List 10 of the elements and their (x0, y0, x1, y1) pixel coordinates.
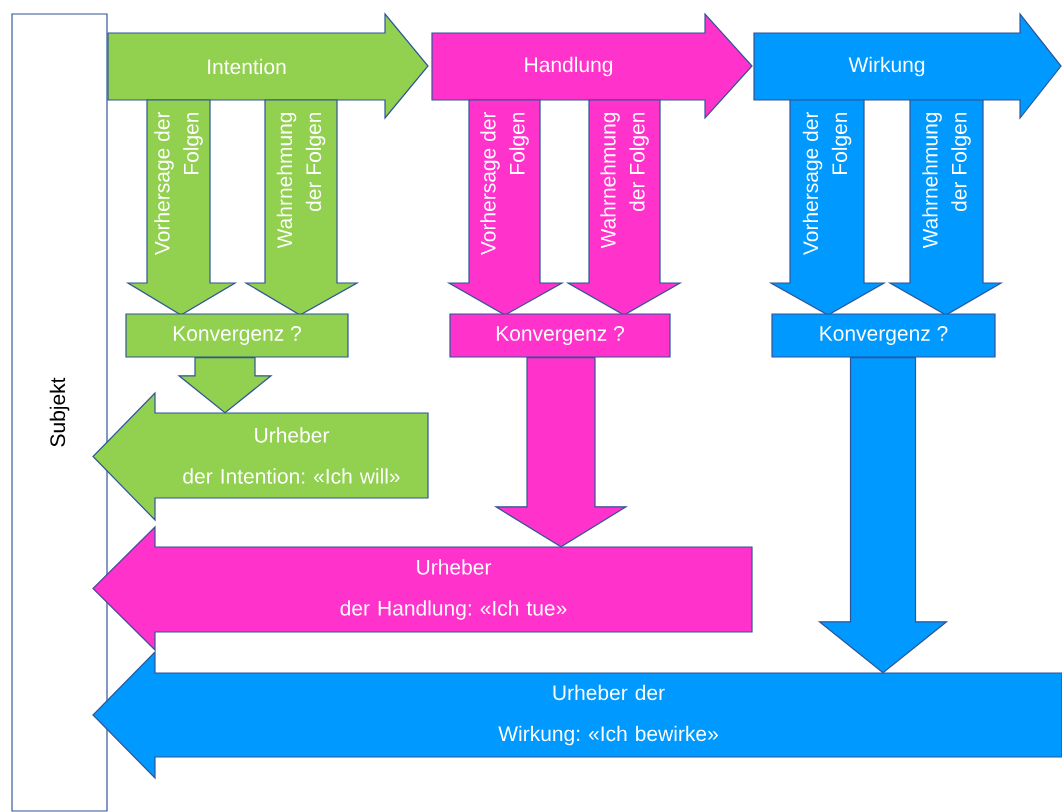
block-arrow (177, 357, 273, 414)
pointed-banner: Urheber der Wirkung: «Ich bewirke» (92, 650, 1062, 780)
process-box: Konvergenz ? (771, 313, 996, 358)
block-arrow (817, 357, 949, 674)
block-arrow (493, 357, 629, 548)
pointed-banner: Urheber der Intention: «Ich will» (92, 391, 429, 522)
subject-bar: Subjekt (11, 13, 108, 812)
pointed-banner: Urheber der Handlung: «Ich tue» (92, 525, 753, 652)
process-box: Konvergenz ? (125, 313, 349, 358)
process-box: Konvergenz ? (449, 313, 671, 358)
